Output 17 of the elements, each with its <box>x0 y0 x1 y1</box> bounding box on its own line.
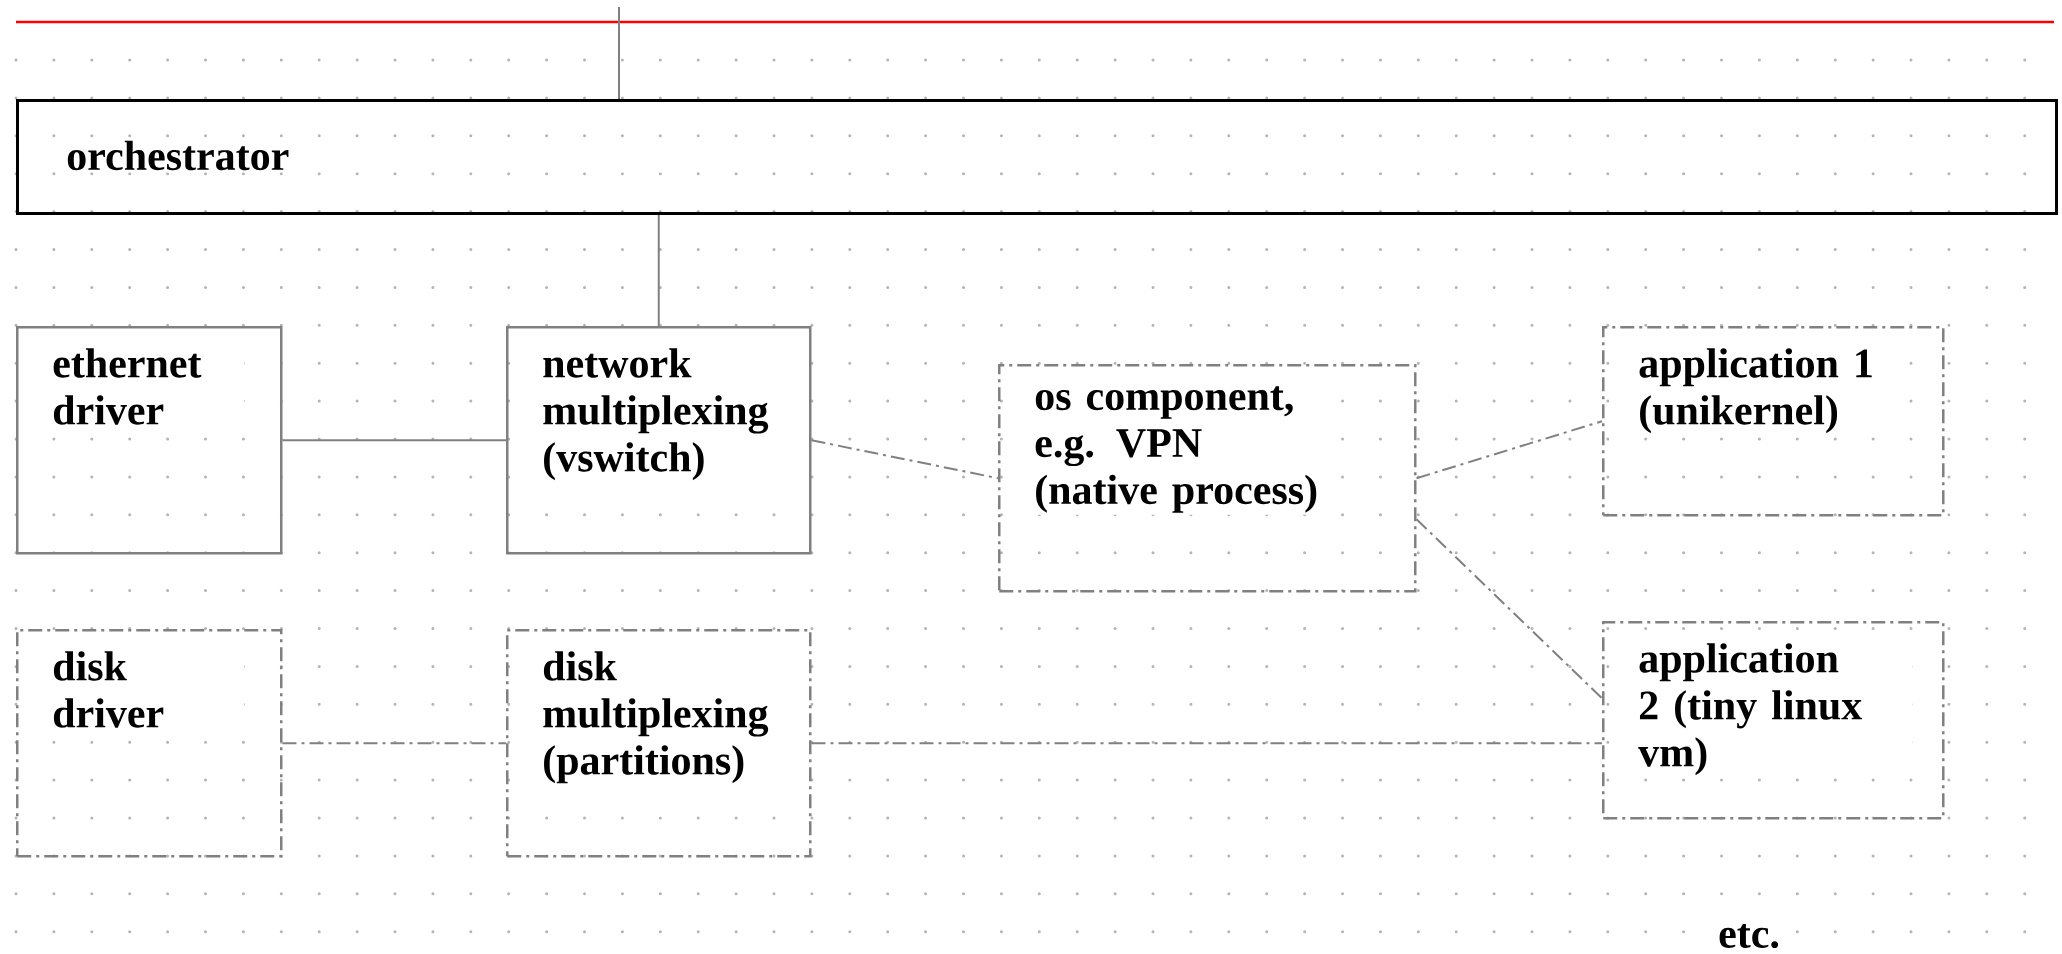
process-box: network multiplexing (vswitch) <box>506 326 812 555</box>
connector-line <box>810 742 1603 745</box>
connector-line <box>657 214 660 327</box>
connector-line <box>810 439 999 480</box>
process-box: application 1 (unikernel) <box>1602 326 1945 517</box>
process-box: application 2 (tiny linux vm) <box>1602 621 1945 820</box>
connector-line <box>281 742 507 745</box>
process-box: disk driver <box>16 629 283 858</box>
process-box: orchestrator <box>16 99 2058 215</box>
connector-line <box>1415 518 1603 700</box>
connector-line <box>281 439 507 442</box>
process-box: ethernet driver <box>16 326 283 555</box>
process-box: disk multiplexing (partitions) <box>506 629 812 858</box>
note-text: etc. <box>1717 922 1781 950</box>
connector-line <box>618 6 620 100</box>
connector-line <box>1415 420 1603 480</box>
process-box: os component, e.g. VPN (native process) <box>998 364 1417 593</box>
